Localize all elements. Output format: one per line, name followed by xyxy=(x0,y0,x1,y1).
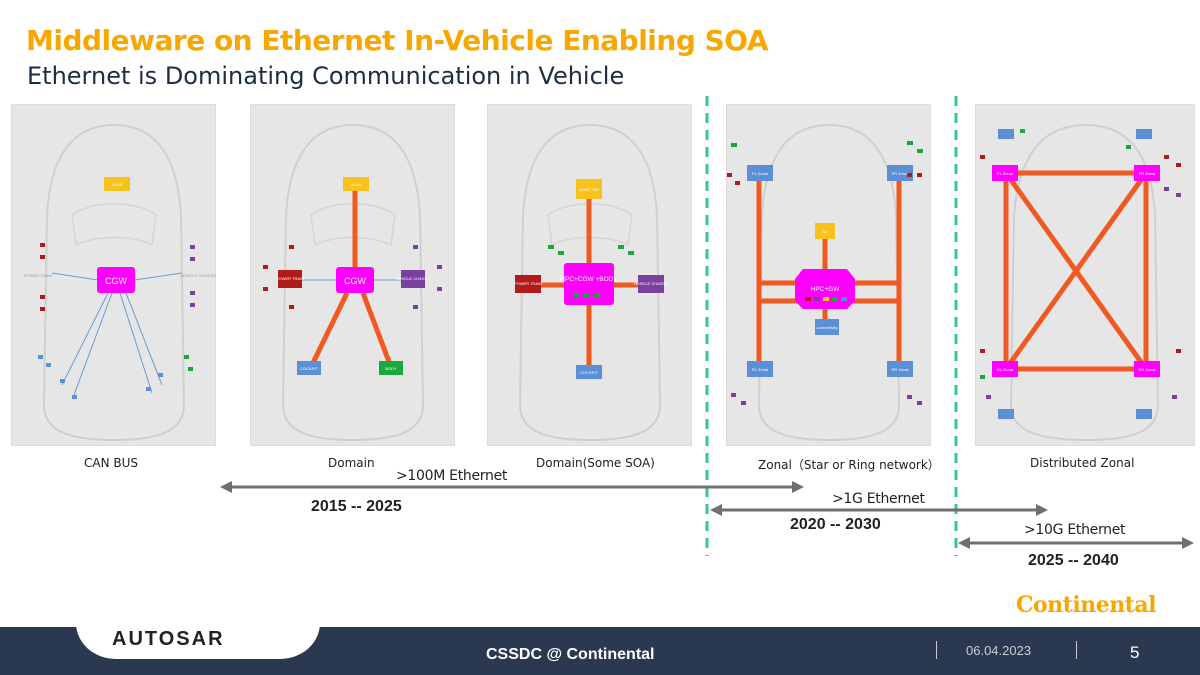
footer-separator xyxy=(936,641,937,659)
cgw-node xyxy=(97,267,135,293)
rr-zonal-node xyxy=(1134,361,1160,377)
rl-zonal-label: RL Zonal xyxy=(752,367,768,372)
body-label: BODY xyxy=(385,366,397,371)
hpc-gw-label: HPC+GW xyxy=(811,286,841,293)
cgw-node xyxy=(336,267,374,293)
cgw-label: CGW xyxy=(105,276,128,286)
can-bus-caption: CAN BUS xyxy=(84,456,139,470)
fr-zonal-label: FR Zonal xyxy=(892,171,909,176)
fl-zonal-node xyxy=(747,165,773,181)
zonal-panel: FL Zonal FR Zonal RL Zonal RR Zonal AD H… xyxy=(726,104,931,446)
distributed-zonal-diagram: FL Zonal FR Zonal RL Zonal RR Zonal xyxy=(980,123,1181,442)
footer-date: 06.04.2023 xyxy=(966,643,1032,658)
cgw-label: CGW xyxy=(344,276,367,286)
ethernet-1g-label: >1G Ethernet xyxy=(832,491,925,507)
domain-soa-panel: ADAS +AD HPC+CGW +BODY POWER TRAIN VEHIC… xyxy=(487,104,692,446)
vehicle-chassis-node xyxy=(638,275,664,293)
ad-label: AD xyxy=(822,229,828,234)
footer-center-text: CSSDC @ Continental xyxy=(486,646,655,663)
adas-ad-label: ADAS +AD xyxy=(579,187,599,192)
power-train-label: POWER TRAIN xyxy=(514,281,542,286)
hpc-cgw-body-node xyxy=(564,263,614,305)
range-2025-2040: 2025 -- 2040 xyxy=(1028,552,1119,569)
timeline-arrow-10g xyxy=(958,537,1194,549)
vehicle-chassis-label: VEHICLE CHASSIS xyxy=(633,281,669,286)
rr-zonal-label: RR Zonal xyxy=(892,367,909,372)
power-train-label: POWER TRAIN xyxy=(276,276,304,281)
power-train-node xyxy=(515,275,541,293)
ethernet-100m-label: >100M Ethernet xyxy=(396,468,508,484)
cockpit-label: COCKPIT xyxy=(300,366,318,371)
slide-subtitle: Ethernet is Dominating Communication in … xyxy=(27,62,625,90)
can-bus-diagram: ADAS CGW POWER TRAIN VEHICLE CHASSIS xyxy=(24,123,216,442)
autosar-logo-badge xyxy=(76,622,320,659)
fr-zonal-label: FR Zonal xyxy=(1139,171,1156,176)
zonal-diagram: FL Zonal FR Zonal RL Zonal RR Zonal AD H… xyxy=(727,123,923,442)
vehicle-chassis-node xyxy=(401,270,425,288)
fl-zonal-label: FL Zonal xyxy=(997,171,1013,176)
rl-zonal-node xyxy=(747,361,773,377)
body-node xyxy=(379,361,403,375)
can-bus-panel: ADAS CGW POWER TRAIN VEHICLE CHASSIS xyxy=(11,104,216,446)
range-2015-2025: 2015 -- 2025 xyxy=(311,498,402,515)
slide-title: Middleware on Ethernet In-Vehicle Enabli… xyxy=(26,24,769,57)
connectivity-label: connectivity xyxy=(817,325,838,330)
fr-zonal-node xyxy=(1134,165,1160,181)
domain-soa-caption: Domain(Some SOA) xyxy=(536,456,655,470)
timeline-arrow-100m xyxy=(220,481,804,493)
cockpit-node xyxy=(297,361,321,375)
hpc-cgw-body-label: HPC+CGW +BODY xyxy=(560,276,618,283)
distributed-zonal-panel: FL Zonal FR Zonal RL Zonal RR Zonal xyxy=(975,104,1195,446)
page-number: 5 xyxy=(1130,643,1140,662)
ethernet-10g-label: >10G Ethernet xyxy=(1024,522,1126,538)
footer-separator xyxy=(1076,641,1077,659)
domain-panel: ADAS CGW POWER TRAIN VEHICLE CHASSIS COC… xyxy=(250,104,455,446)
connectivity-node xyxy=(815,319,839,335)
power-train-node xyxy=(278,270,302,288)
rr-zonal-node xyxy=(887,361,913,377)
domain-diagram: ADAS CGW POWER TRAIN VEHICLE CHASSIS COC… xyxy=(263,123,442,442)
adas-ad-node xyxy=(576,179,602,199)
cockpit-label: COCKPIT xyxy=(580,370,598,375)
fl-zonal-node xyxy=(992,165,1018,181)
adas-node xyxy=(343,177,369,191)
fr-zonal-node xyxy=(887,165,913,181)
adas-label: ADAS xyxy=(112,182,123,187)
domain-soa-diagram: ADAS +AD HPC+CGW +BODY POWER TRAIN VEHIC… xyxy=(514,123,669,442)
power-train-label: POWER TRAIN xyxy=(24,273,52,278)
fl-zonal-label: FL Zonal xyxy=(752,171,768,176)
range-2020-2030: 2020 -- 2030 xyxy=(790,516,881,533)
rl-zonal-node xyxy=(992,361,1018,377)
continental-logo: Continental xyxy=(1016,592,1156,618)
adas-node xyxy=(104,177,130,191)
adas-label: ADAS xyxy=(351,182,362,187)
vehicle-chassis-label: VEHICLE CHASSIS xyxy=(180,273,216,278)
distributed-zonal-caption: Distributed Zonal xyxy=(1030,456,1135,470)
autosar-logo: AUTOSAR xyxy=(112,628,225,650)
ad-node xyxy=(815,223,835,239)
rr-zonal-label: RR Zonal xyxy=(1139,367,1156,372)
cockpit-node xyxy=(576,365,602,379)
vehicle-chassis-label: VEHICLE CHASSIS xyxy=(395,276,431,281)
domain-caption: Domain xyxy=(328,456,375,470)
rl-zonal-label: RL Zonal xyxy=(997,367,1013,372)
zonal-caption: Zonal（Star or Ring network） xyxy=(758,458,940,472)
